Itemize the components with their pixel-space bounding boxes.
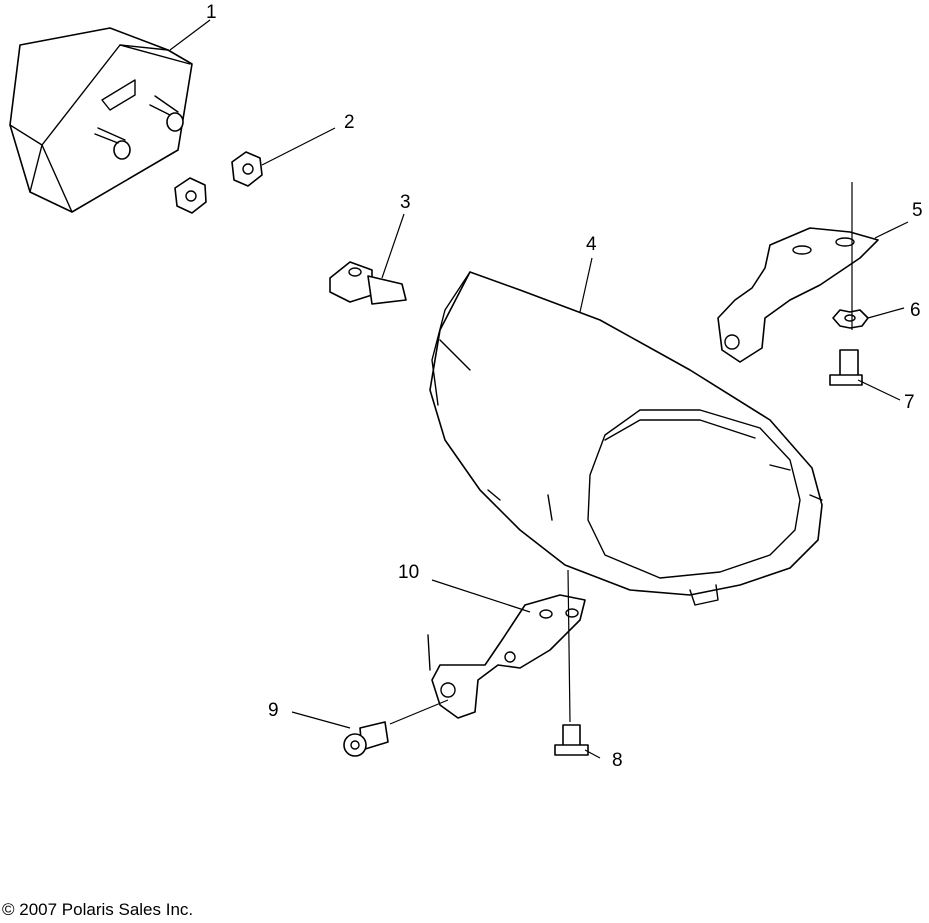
callout-6: 6 [910, 300, 921, 321]
part-2-hex-nuts [174, 151, 263, 214]
copyright-notice: © 2007 Polaris Sales Inc. [2, 900, 194, 919]
callout-4: 4 [586, 234, 597, 255]
callout-5: 5 [912, 200, 923, 221]
part-7-screw [829, 349, 863, 386]
part-10-lower-bracket [427, 594, 586, 719]
part-3-bulb [329, 261, 407, 305]
part-4-headlight-housing [429, 271, 823, 606]
callout-3: 3 [400, 192, 411, 213]
callout-8: 8 [612, 750, 623, 771]
callout-9: 9 [268, 700, 279, 721]
callout-1: 1 [206, 2, 217, 23]
part-6-lock-washer [832, 309, 869, 329]
part-8-screw [554, 724, 589, 756]
part-9-bushing-bolt [343, 721, 389, 757]
part-5-upper-bracket [717, 227, 879, 363]
leader-lines [169, 19, 909, 759]
part-1-connector-block [9, 27, 193, 213]
callout-7: 7 [904, 392, 915, 413]
callout-labels: 1 2 3 4 5 6 7 8 9 10 [206, 2, 923, 771]
callout-2: 2 [344, 112, 355, 133]
callout-10: 10 [398, 562, 419, 583]
